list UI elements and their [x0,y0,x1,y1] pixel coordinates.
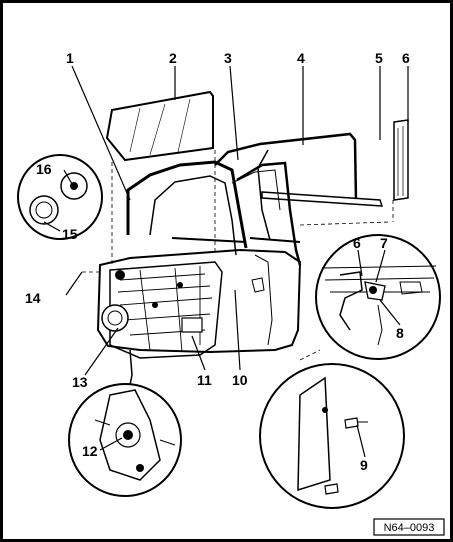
cover-strip [393,119,409,201]
leader-lines [43,65,409,458]
door-frame-inner [149,175,237,256]
window-regulator [101,261,223,359]
door-b-pillar [236,161,302,266]
reference-code: N64–0093 [384,522,435,534]
callout-9: 9 [360,457,368,473]
callout-14: 14 [25,290,41,306]
glass-shading-line [129,107,141,153]
inset-speaker-detail [17,154,103,240]
callout-8: 8 [396,325,404,341]
callout-15: 15 [62,226,78,242]
callout-13: 13 [72,374,88,390]
guide-rail [171,237,247,243]
door-lock-opening [251,277,265,293]
callout-16: 16 [36,161,52,177]
callout-12: 12 [82,443,98,459]
inset-regulator-motor [68,383,182,497]
inset-mounting-bolts [259,363,405,509]
callout-5: 5 [375,50,383,66]
callout-7: 7 [380,235,388,251]
glass-shading-line [177,98,191,153]
window-channel-seal [214,132,358,203]
door-body [96,248,302,354]
door-b-pillar-inner [231,169,281,211]
callout-6-top: 6 [402,50,410,66]
callout-6-inset: 6 [353,235,361,251]
callout-4: 4 [297,50,305,66]
reference-code-box [373,518,445,536]
callout-2: 2 [169,50,177,66]
outer-window-strip [261,191,384,207]
door-shell-edge [254,254,273,346]
inset-lock-detail [315,234,441,360]
callout-11: 11 [197,372,212,388]
callout-1: 1 [66,50,74,66]
callout-10: 10 [232,372,248,388]
glass-shading-line [149,103,166,156]
callout-3: 3 [224,50,232,66]
window-glass [105,90,214,162]
guide-rail-right [249,237,301,243]
door-frame-outer [126,160,248,249]
guide-lines [82,150,394,361]
window-channel-inner [257,149,271,241]
